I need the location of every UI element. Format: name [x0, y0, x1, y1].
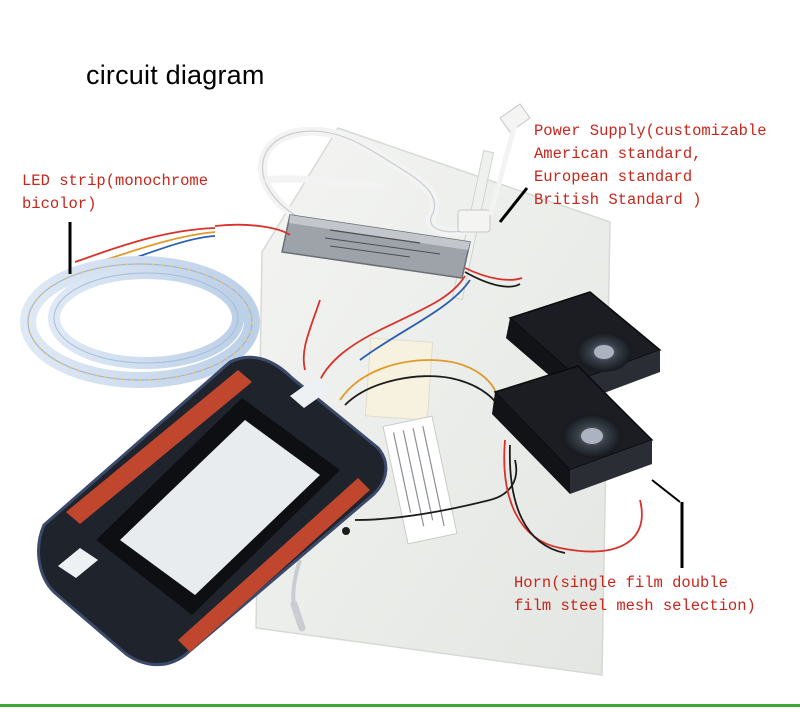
horn-label-line: film steel mesh selection): [514, 597, 756, 615]
pointer-horn: [651, 479, 681, 503]
led-strip-label-line: LED strip(monochrome: [22, 172, 209, 190]
horn-label-line: Horn(single film double: [514, 574, 728, 592]
touch-control-panel: [37, 355, 388, 667]
temperature-probe: [290, 527, 350, 632]
led-strip-coil: [20, 256, 260, 388]
power-cable: [258, 103, 531, 237]
pointer-power-supply: [498, 187, 529, 223]
power-supply-label-line: European standard: [534, 168, 693, 186]
power-supply-unit: [281, 214, 471, 279]
horn-label: Horn(single film double film steel mesh …: [514, 572, 756, 618]
power-supply-label-line: Power Supply(customizable: [534, 122, 767, 140]
speaker-bottom: [492, 365, 654, 494]
power-supply-label-line: American standard,: [534, 145, 702, 163]
led-strip-label: LED strip(monochrome bicolor): [22, 170, 208, 216]
page-title: circuit diagram: [86, 60, 265, 90]
led-strip-label-line: bicolor): [22, 195, 97, 213]
power-supply-label: Power Supply(customizable American stand…: [534, 120, 767, 212]
power-supply-label-line: British Standard ): [534, 191, 702, 209]
pointer-lines: [68, 187, 684, 568]
bottom-divider: [0, 704, 800, 707]
